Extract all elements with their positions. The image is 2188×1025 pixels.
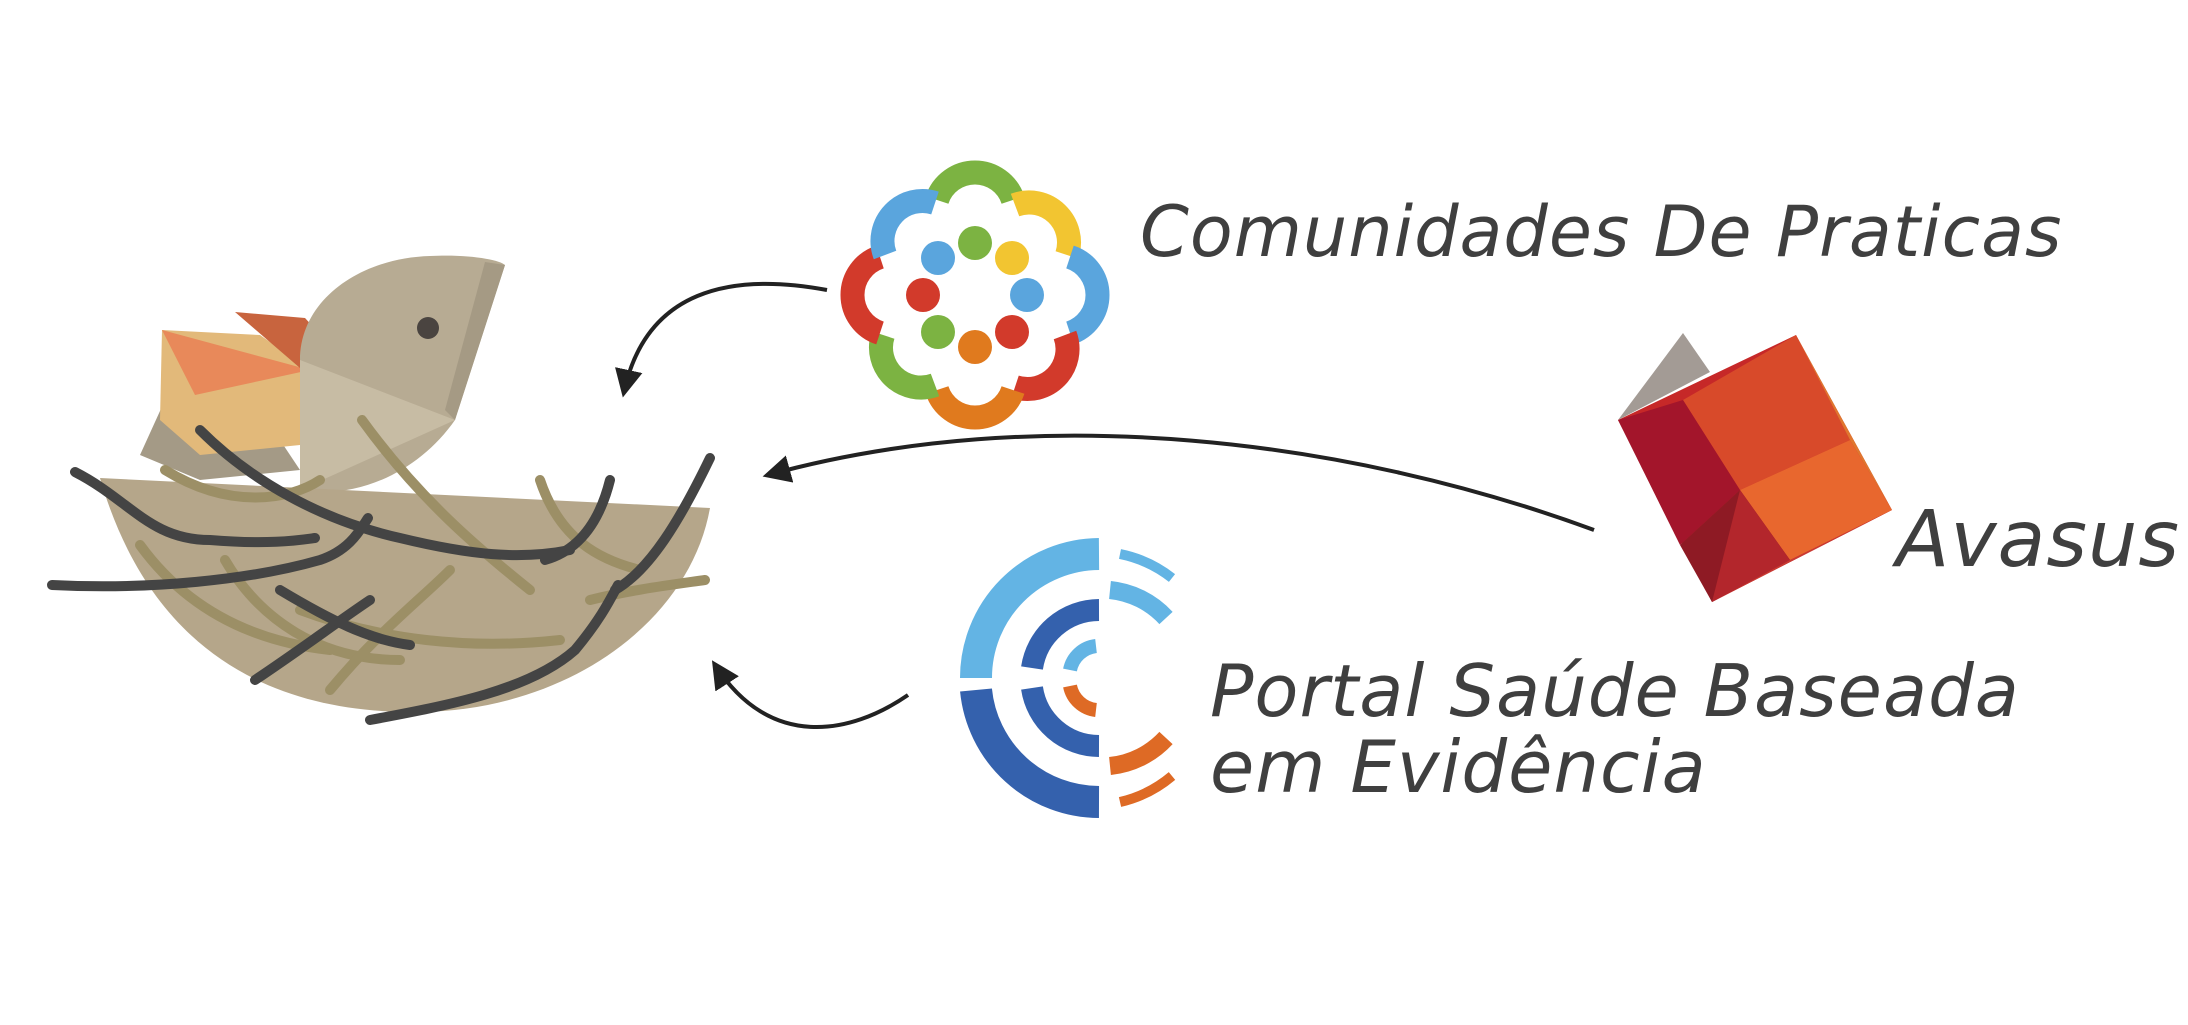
arrow-comunidades-to-target <box>615 281 828 398</box>
community-flower-icon <box>840 160 1110 430</box>
portal-arcs-icon <box>960 538 1176 818</box>
avasus-diamond-icon <box>1618 333 1892 602</box>
avasus-label: Avasus <box>1896 495 2181 585</box>
bird-nest-icon <box>47 255 715 725</box>
comunidades-label: Comunidades De Praticas <box>1140 191 2063 273</box>
portal-label: Portal Saúde Baseada em Evidência <box>1210 649 2020 809</box>
arrow-portal-to-target <box>711 660 910 729</box>
arrow-avasus-to-target <box>762 433 1595 532</box>
